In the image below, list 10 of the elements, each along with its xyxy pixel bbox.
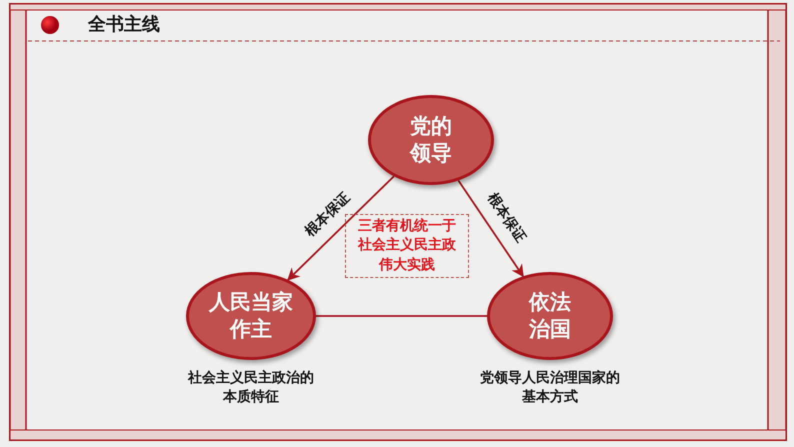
connector-line [316, 315, 487, 317]
note-text: 三者有机统一于社会主义民主政伟大实践 [358, 216, 456, 275]
node-label: 依法治国 [529, 288, 571, 343]
arrow [287, 176, 394, 281]
title: 全书主线 [88, 13, 160, 36]
caption-text: 党领导人民治理国家的基本方式 [480, 369, 620, 407]
node-label: 党的领导 [410, 112, 452, 167]
node-label: 人民当家作主 [209, 288, 293, 343]
caption-text: 社会主义民主政治的本质特征 [188, 369, 314, 407]
note-box [345, 214, 469, 278]
